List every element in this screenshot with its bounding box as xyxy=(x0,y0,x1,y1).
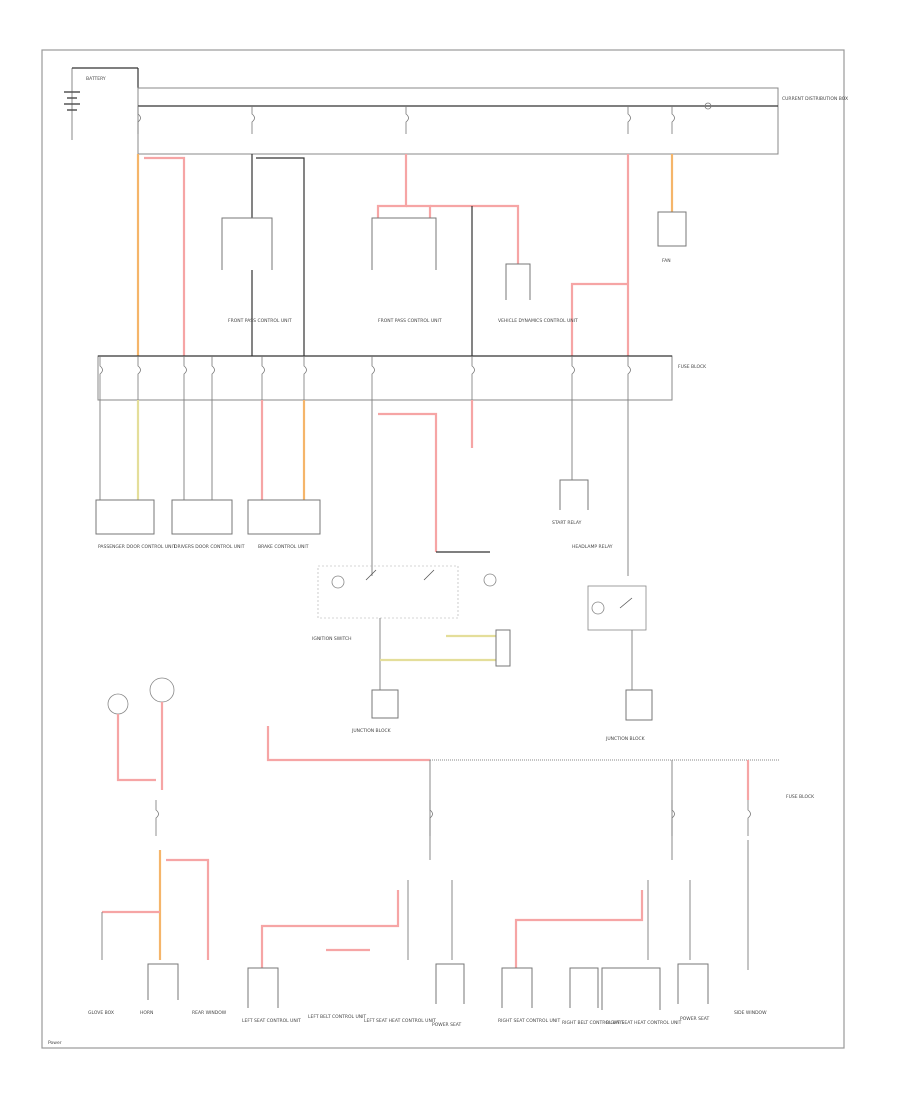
side-window-group: SIDE WINDOW xyxy=(734,760,767,1016)
horn-group: HORN GLOVE BOX REAR WINDOW xyxy=(88,677,227,1016)
component-label: FRONT PASS CONTROL UNIT xyxy=(228,318,292,324)
lower-bus xyxy=(266,726,430,762)
component-label: POWER SEAT xyxy=(432,1022,462,1028)
ignition-yellow-wires: JUNCTION BLOCK xyxy=(351,618,511,734)
headlamp-relay: HEADLAMP RELAY JUNCTION BLOCK xyxy=(572,544,653,742)
component-label: FRONT PASS CONTROL UNIT xyxy=(378,318,442,324)
component-label: VEHICLE DYNAMICS CONTROL UNIT xyxy=(498,318,578,324)
footer-label: Power xyxy=(48,1040,62,1046)
component-label: SIDE WINDOW xyxy=(734,1010,767,1016)
component-label: IGNITION SWITCH xyxy=(312,636,352,642)
component-label: LEFT SEAT HEAT CONTROL UNIT xyxy=(364,1018,436,1024)
distribution-box-label: CURRENT DISTRIBUTION BOX xyxy=(782,96,848,102)
front-pass-connector-2: FRONT PASS CONTROL UNIT xyxy=(371,217,442,324)
front-pass-connector: FRONT PASS CONTROL UNIT xyxy=(221,217,292,324)
component-label: LEFT BELT CONTROL UNIT xyxy=(308,1014,366,1020)
component-label: RIGHT SEAT CONTROL UNIT xyxy=(498,1018,561,1024)
battery-symbol: BATTERY xyxy=(64,67,139,140)
drivers-door-unit: DRIVERS DOOR CONTROL UNIT xyxy=(171,499,245,550)
component-label: REAR WINDOW xyxy=(192,1010,227,1016)
diagram-border xyxy=(41,49,845,1049)
component-label: JUNCTION BLOCK xyxy=(605,736,646,742)
component-label: HEADLAMP RELAY xyxy=(572,544,613,550)
component-label: RIGHT SEAT HEAT CONTROL UNIT xyxy=(606,1020,682,1026)
distribution-box xyxy=(137,87,779,155)
battery-label: BATTERY xyxy=(86,76,106,82)
fan-component: FAN xyxy=(657,211,687,264)
vehicle-dynamics-connector: VEHICLE DYNAMICS CONTROL UNIT xyxy=(498,263,578,324)
component-label: JUNCTION BLOCK xyxy=(351,728,392,734)
component-label: FUSE BLOCK xyxy=(786,794,815,800)
passenger-door-unit: PASSENGER DOOR CONTROL UNIT xyxy=(95,499,176,550)
fuse-block-fuses xyxy=(99,356,631,400)
ignition-switch: IGNITION SWITCH xyxy=(312,551,497,642)
component-label: GLOVE BOX xyxy=(88,1010,114,1016)
start-relay-unit: START RELAY xyxy=(552,479,589,526)
component-label: FAN xyxy=(662,258,671,264)
component-label: POWER SEAT xyxy=(680,1016,710,1022)
fuse-block-outputs xyxy=(99,400,629,576)
brake-control-unit: BRAKE CONTROL UNIT xyxy=(247,499,321,550)
right-seat-group: RIGHT SEAT CONTROL UNIT RIGHT BELT CONTR… xyxy=(498,760,710,1026)
component-label: START RELAY xyxy=(552,520,582,526)
component-label: BRAKE CONTROL UNIT xyxy=(258,544,309,550)
component-label: LEFT SEAT CONTROL UNIT xyxy=(242,1018,301,1024)
component-label: RIGHT BELT CONTROL UNIT xyxy=(562,1020,624,1026)
fuse-block-label: FUSE BLOCK xyxy=(678,364,707,370)
upper-fuses xyxy=(137,102,712,134)
component-label: HORN xyxy=(140,1010,153,1016)
component-label: PASSENGER DOOR CONTROL UNIT xyxy=(98,544,176,550)
left-seat-group: LEFT SEAT CONTROL UNIT LEFT BELT CONTROL… xyxy=(242,760,465,1028)
component-label: DRIVERS DOOR CONTROL UNIT xyxy=(174,544,245,550)
